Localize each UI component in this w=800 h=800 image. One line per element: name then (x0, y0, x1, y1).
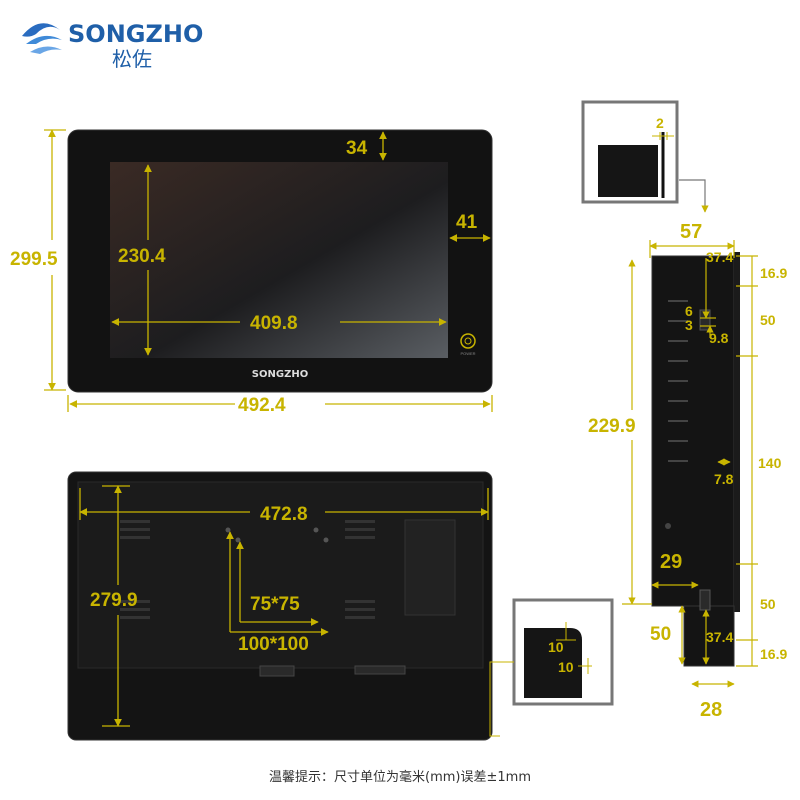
bezel-logo: SONGZHO (252, 369, 308, 380)
screen-width-label: 409.8 (250, 313, 298, 334)
side-dimensions (622, 240, 758, 688)
vesa-large-label: 100*100 (238, 634, 309, 655)
side-r7: 140 (758, 455, 782, 471)
detail-gap-label: 2 (656, 115, 664, 131)
side-front-edge (734, 252, 740, 612)
side-r10: 50 (650, 624, 671, 645)
corner-leader (489, 661, 514, 737)
footnote: 温馨提示：尺寸单位为毫米(mm)误差±1mm (269, 770, 531, 785)
corner-b-label: 10 (558, 659, 574, 675)
corner-a-label: 10 (548, 639, 564, 655)
side-inner-depth-label: 29 (660, 551, 682, 573)
power-icon (464, 337, 472, 345)
front-dimensions (44, 129, 493, 412)
screen-height-label: 230.4 (118, 246, 166, 267)
detail-corner-inset: 10 10 (512, 598, 614, 706)
side-view (651, 252, 740, 667)
side-r9: 50 (760, 596, 776, 612)
power-label: POWER (460, 351, 475, 356)
side-bezel-label: 41 (456, 212, 478, 233)
back-width-label: 472.8 (260, 504, 308, 525)
side-r5: 9.8 (709, 330, 729, 346)
brand-name-cn: 松佐 (112, 47, 152, 71)
back-view (67, 471, 493, 741)
side-r8: 7.8 (714, 471, 734, 487)
side-r3: 6 (685, 303, 693, 319)
brand-name: SONGZHO (68, 20, 203, 48)
side-r11: 37.4 (706, 629, 733, 645)
front-height-label: 299.5 (10, 249, 58, 270)
side-r4: 3 (685, 317, 693, 333)
side-r2: 37.4 (706, 249, 733, 265)
io-port-2 (354, 665, 406, 675)
front-view: SONGZHO POWER (67, 129, 493, 393)
vesa-small-label: 75*75 (250, 594, 300, 615)
top-bezel-label: 34 (346, 138, 368, 159)
side-vents (665, 300, 688, 529)
side-r12: 16.9 (760, 646, 787, 662)
side-r1: 16.9 (760, 265, 787, 281)
side-r6: 50 (760, 312, 776, 328)
brand-logo: SONGZHO 松佐 (22, 20, 203, 71)
back-hatch (404, 519, 456, 616)
vent-grilles (120, 520, 375, 619)
side-height-label: 229.9 (588, 416, 636, 437)
front-width-label: 492.4 (238, 395, 286, 416)
side-bottom-depth-label: 28 (700, 699, 722, 721)
back-dimensions (79, 485, 489, 727)
wave-icon (22, 23, 62, 54)
side-depth-label: 57 (680, 221, 702, 243)
back-height-label: 279.9 (90, 590, 138, 611)
power-button (460, 333, 476, 349)
front-screen (110, 162, 448, 358)
io-port (259, 665, 295, 677)
detail-top-inset: 2 (581, 100, 709, 213)
side-panel (651, 255, 735, 607)
